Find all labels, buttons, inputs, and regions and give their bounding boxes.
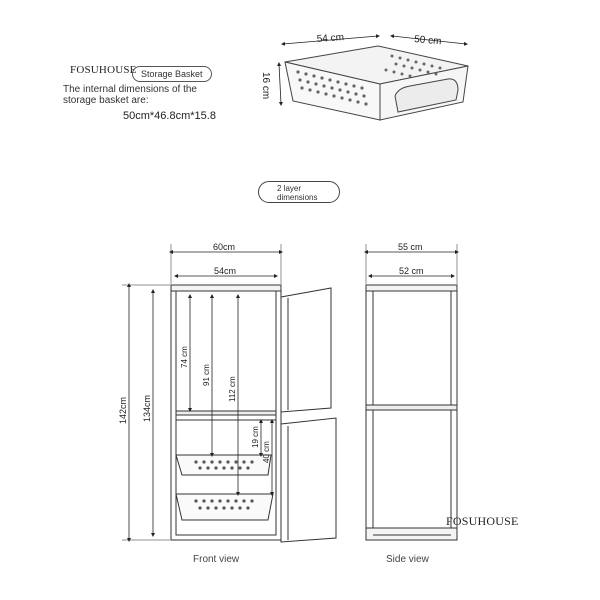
front-40-label: 40 cm: [262, 441, 271, 463]
front-basket-holes: [194, 460, 254, 510]
front-basket-upper: [175, 454, 272, 476]
storage-basket-tag: Storage Basket: [132, 66, 212, 82]
side-inner-depth-label: 52 cm: [399, 266, 424, 276]
brand-logo-bottom: FOSUHOUSE: [446, 514, 519, 528]
basket-holes-front: [296, 70, 368, 106]
front-19-label: 19 cm: [251, 426, 260, 448]
basket-internal-dims: 50cm*46.8cm*15.8: [123, 110, 216, 122]
side-view-cabinet: [365, 284, 458, 541]
front-112-label: 112 cm: [228, 376, 237, 402]
basket-height-label: 16 cm: [260, 72, 271, 99]
side-outer-depth-label: 55 cm: [398, 242, 423, 252]
pill-line1: 2 layer: [277, 184, 302, 193]
storage-basket-illustration: [284, 45, 469, 121]
basket-width-dim-line: [281, 34, 380, 46]
front-91-label: 91 cm: [202, 364, 211, 386]
front-view-cabinet: [170, 284, 337, 543]
front-outer-width-label: 60cm: [213, 242, 235, 252]
brand-logo-top: FOSUHOUSE: [70, 64, 137, 76]
basket-width-label: 54 cm: [316, 32, 344, 45]
basket-height-dim-line: [277, 62, 283, 106]
pill-line2: dimensions: [277, 193, 318, 202]
front-total-height-label: 142cm: [118, 397, 128, 424]
layer-dimensions-pill: 2 layer dimensions: [258, 181, 340, 203]
front-74-label: 74 cm: [180, 346, 189, 368]
front-view-caption: Front view: [193, 554, 240, 565]
basket-depth-label: 50 cm: [414, 34, 442, 47]
basket-holes-back: [384, 54, 442, 78]
basket-depth-dim-line: [390, 34, 468, 46]
basket-note-line1: The internal dimensions of the: [63, 84, 197, 95]
side-view-caption: Side view: [386, 554, 429, 565]
basket-note-line2: storage basket are:: [63, 95, 149, 106]
front-inner-height-label: 134cm: [142, 395, 152, 422]
front-inner-width-label: 54cm: [214, 266, 236, 276]
